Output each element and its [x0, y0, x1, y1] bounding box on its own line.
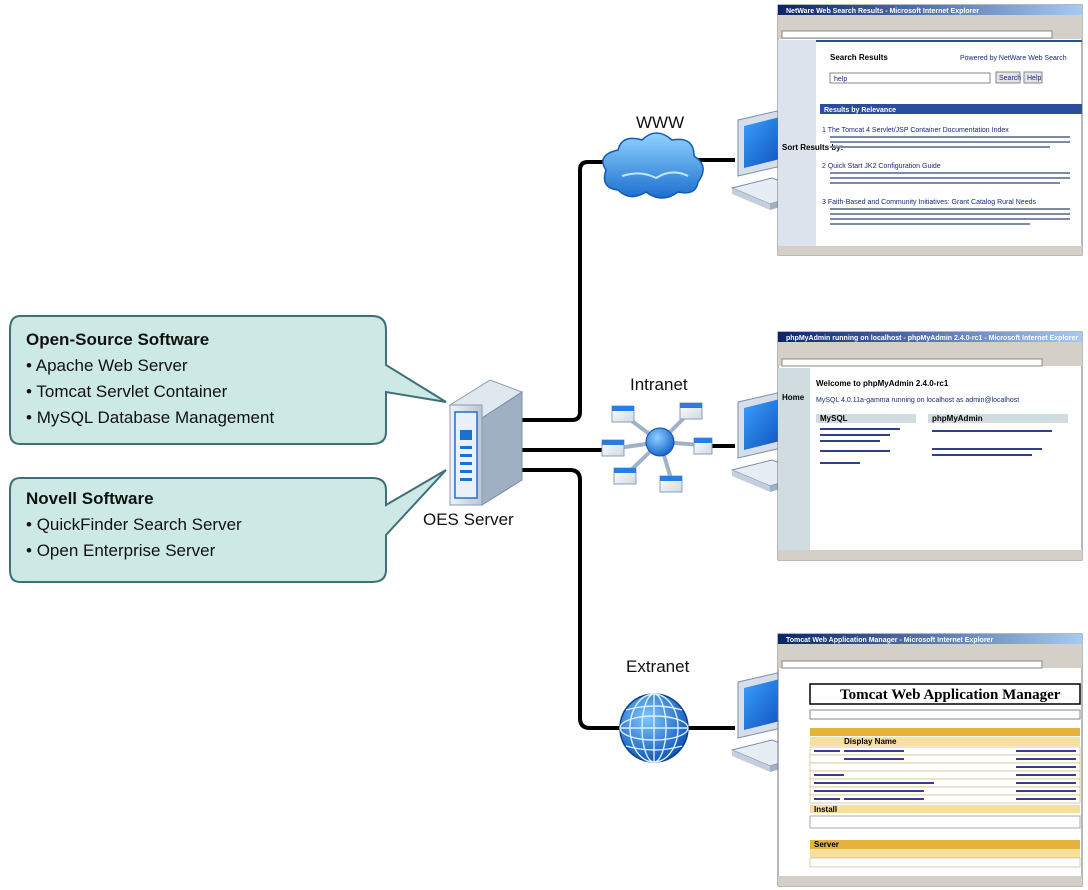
- network-hub-icon: [601, 402, 713, 493]
- open-source-title: Open-Source Software: [26, 330, 209, 349]
- svg-text:Server: Server: [814, 840, 839, 849]
- server-tower-icon: [448, 379, 524, 506]
- svg-text:Results by Relevance: Results by Relevance: [824, 107, 896, 114]
- svg-text:Tomcat Web Application Manager: Tomcat Web Application Manager - Microso…: [786, 637, 993, 644]
- svg-text:1 The Tomcat 4 Servlet/JSP Co: 1 The Tomcat 4 Servlet/JSP Container Doc…: [822, 127, 1009, 134]
- novell-item-2: • Open Enterprise Server: [26, 541, 216, 560]
- search-results-screenshot: NetWare Web Search Results - Microsoft I…: [777, 4, 1083, 256]
- globe-icon: [619, 693, 689, 763]
- novell-title: Novell Software: [26, 489, 154, 508]
- svg-text:NetWare Web Search Results - M: NetWare Web Search Results - Microsoft I…: [786, 8, 979, 15]
- open-source-item-1: • Apache Web Server: [26, 356, 188, 375]
- novell-callout: Novell Software • QuickFinder Search Ser…: [9, 469, 447, 583]
- server-label: OES Server: [423, 510, 514, 529]
- svg-text:MySQL 4.0.11a-gamma running on: MySQL 4.0.11a-gamma running on localhost…: [816, 397, 1019, 404]
- novell-item-1: • QuickFinder Search Server: [26, 515, 242, 534]
- svg-text:Home: Home: [782, 393, 805, 402]
- svg-text:Search Results: Search Results: [830, 53, 888, 62]
- svg-text:phpMyAdmin: phpMyAdmin: [932, 414, 983, 423]
- svg-text:2 Quick Start JK2 Configurati: 2 Quick Start JK2 Configuration Guide: [822, 163, 941, 170]
- phpmyadmin-screenshot: phpMyAdmin running on localhost - phpMyA…: [777, 331, 1083, 561]
- open-source-item-2: • Tomcat Servlet Container: [26, 382, 228, 401]
- connection-lines: [520, 158, 735, 730]
- svg-text:Display Name: Display Name: [844, 737, 897, 746]
- svg-text:Search: Search: [999, 75, 1021, 82]
- svg-text:MySQL: MySQL: [820, 414, 848, 423]
- svg-text:Welcome to phpMyAdmin 2.4.0-rc: Welcome to phpMyAdmin 2.4.0-rc1: [816, 379, 949, 388]
- open-source-callout: Open-Source Software • Apache Web Server…: [9, 315, 447, 445]
- tomcat-manager-screenshot: Tomcat Web Application Manager - Microso…: [777, 633, 1083, 887]
- svg-text:help: help: [834, 76, 847, 83]
- www-label: WWW: [636, 113, 684, 132]
- svg-text:phpMyAdmin running on localhos: phpMyAdmin running on localhost - phpMyA…: [786, 335, 1078, 342]
- svg-text:Tomcat Web Application Manager: Tomcat Web Application Manager: [840, 687, 1061, 703]
- open-source-item-3: • MySQL Database Management: [26, 408, 274, 427]
- svg-text:3 Faith-Based and Community I: 3 Faith-Based and Community Initiatives:…: [822, 199, 1036, 206]
- line-to-extranet: [520, 468, 620, 730]
- svg-text:Sort Results by:: Sort Results by:: [782, 143, 843, 152]
- svg-text:Powered by NetWare Web Search: Powered by NetWare Web Search: [960, 55, 1067, 62]
- line-to-www: [520, 160, 610, 422]
- extranet-label: Extranet: [626, 657, 690, 676]
- cloud-icon: [602, 132, 704, 199]
- svg-text:Help: Help: [1027, 75, 1042, 82]
- svg-text:Install: Install: [814, 805, 837, 814]
- intranet-label: Intranet: [630, 375, 688, 394]
